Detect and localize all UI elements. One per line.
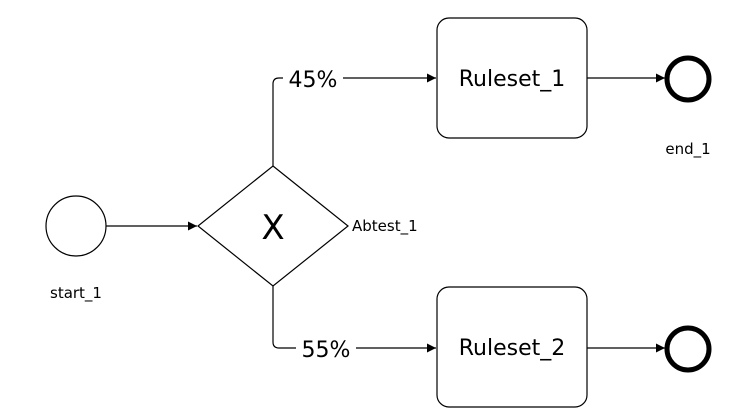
start-event[interactable]: [45, 195, 107, 257]
task-ruleset-1-label: Ruleset_1: [459, 67, 566, 92]
branch-2-percent: 55%: [302, 338, 351, 363]
end-event-1[interactable]: [664, 55, 712, 103]
flow-gateway-to-ruleset-1[interactable]: [272, 73, 436, 166]
task-ruleset-2[interactable]: [436, 286, 588, 408]
end-event-1-label: end_1: [665, 140, 710, 159]
task-ruleset-2-label: Ruleset_2: [459, 336, 566, 361]
gateway-x-mark: X: [261, 208, 284, 248]
branch-1-percent: 45%: [289, 68, 338, 93]
start-event-label: start_1: [50, 284, 102, 303]
gateway-label: Abtest_1: [352, 217, 418, 236]
flow-gateway-to-ruleset-2[interactable]: [272, 286, 436, 353]
end-event-2[interactable]: [664, 325, 712, 373]
